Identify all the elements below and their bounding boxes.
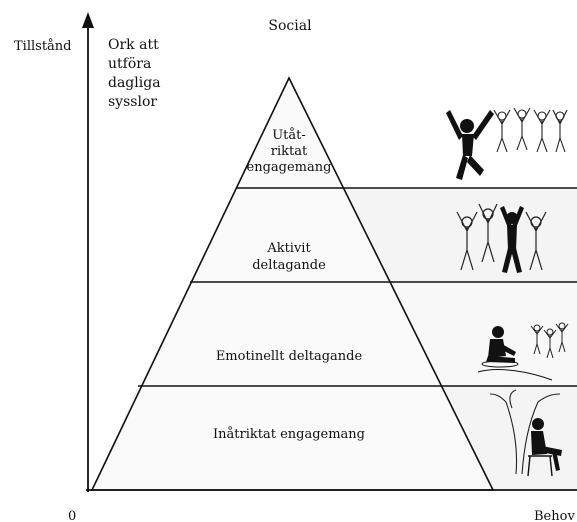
y-axis-label: Tillstånd bbox=[14, 39, 72, 54]
illustration-jumping-person-icon bbox=[446, 110, 494, 180]
level-label-outward-engagement: Utåt- riktat engagemang bbox=[246, 128, 332, 175]
level-label-emotional-participation: Emotinellt deltagande bbox=[215, 349, 363, 364]
y-axis-arrowhead bbox=[82, 12, 94, 28]
illustration-person-on-chair-icon bbox=[527, 418, 562, 477]
illustration-cheering-crowd-icon bbox=[493, 107, 568, 153]
level-label-active-participation: Aktivit deltagande bbox=[252, 241, 326, 273]
level-label-inward-engagement: Inåtriktat engagemang bbox=[213, 427, 365, 442]
illustration-active-person-icon bbox=[500, 206, 524, 273]
illustration-tree-icon bbox=[489, 389, 561, 475]
illustration-watched-group-icon bbox=[530, 322, 569, 359]
x-axis-label: Behov bbox=[534, 509, 575, 522]
origin-label: 0 bbox=[68, 509, 77, 522]
illustration-group-raised-arms-icon bbox=[456, 203, 547, 271]
y-axis-caption: Ork att utföra dagliga sysslor bbox=[108, 37, 161, 110]
illustration-seated-watcher-icon bbox=[477, 326, 553, 381]
pyramid-top-label: Social bbox=[268, 18, 312, 34]
